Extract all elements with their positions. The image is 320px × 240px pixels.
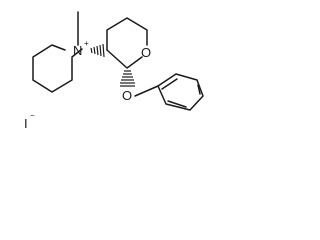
iodide-atom-label: I bbox=[24, 116, 28, 131]
chemical-structure: N + O O I − bbox=[24, 11, 204, 131]
piperidinium-ring bbox=[32, 11, 83, 93]
ring-oxygen-atom-label: O bbox=[141, 45, 151, 60]
phenyl-ring bbox=[157, 73, 204, 111]
ether-oxygen-atom-label: O bbox=[122, 88, 132, 103]
tetrahydropyran-ring bbox=[106, 17, 148, 69]
hashed-wedge-bond-c2-o bbox=[120, 70, 135, 87]
nitrogen-charge-label: + bbox=[84, 39, 89, 48]
nitrogen-atom-label: N bbox=[73, 43, 82, 58]
iodide-charge-label: − bbox=[30, 111, 35, 120]
ether-bond bbox=[134, 85, 159, 97]
hashed-wedge-bond-n-c3 bbox=[90, 43, 105, 58]
